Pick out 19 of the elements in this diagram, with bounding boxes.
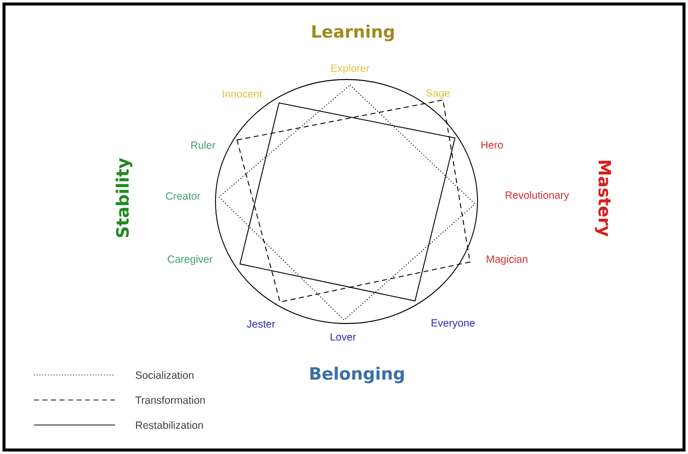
archetype-label: Innocent (222, 90, 262, 98)
group-heading: Mastery (594, 160, 612, 236)
archetype-label: Caregiver (168, 255, 213, 265)
archetype-label: Hero (481, 141, 503, 149)
archetype-label: Creator (166, 192, 200, 200)
archetype-label: Everyone (432, 319, 475, 329)
group-heading: Belonging (310, 366, 404, 384)
legend-label: Transformation (135, 396, 205, 404)
group-heading: Learning (312, 24, 394, 42)
archetype-label: Magician (486, 255, 528, 265)
archetype-label: Lover (330, 333, 356, 341)
legend-label: Socialization (136, 371, 194, 379)
group-heading: Stability (116, 158, 132, 238)
archetype-label: Ruler (191, 141, 216, 149)
archetype-label: Jester (246, 320, 276, 328)
archetype-label: Explorer (331, 64, 370, 74)
archetype-label: Sage (426, 89, 450, 99)
legend-label: Restabilization (136, 421, 203, 429)
archetype-label: Revolutionary (506, 191, 570, 201)
